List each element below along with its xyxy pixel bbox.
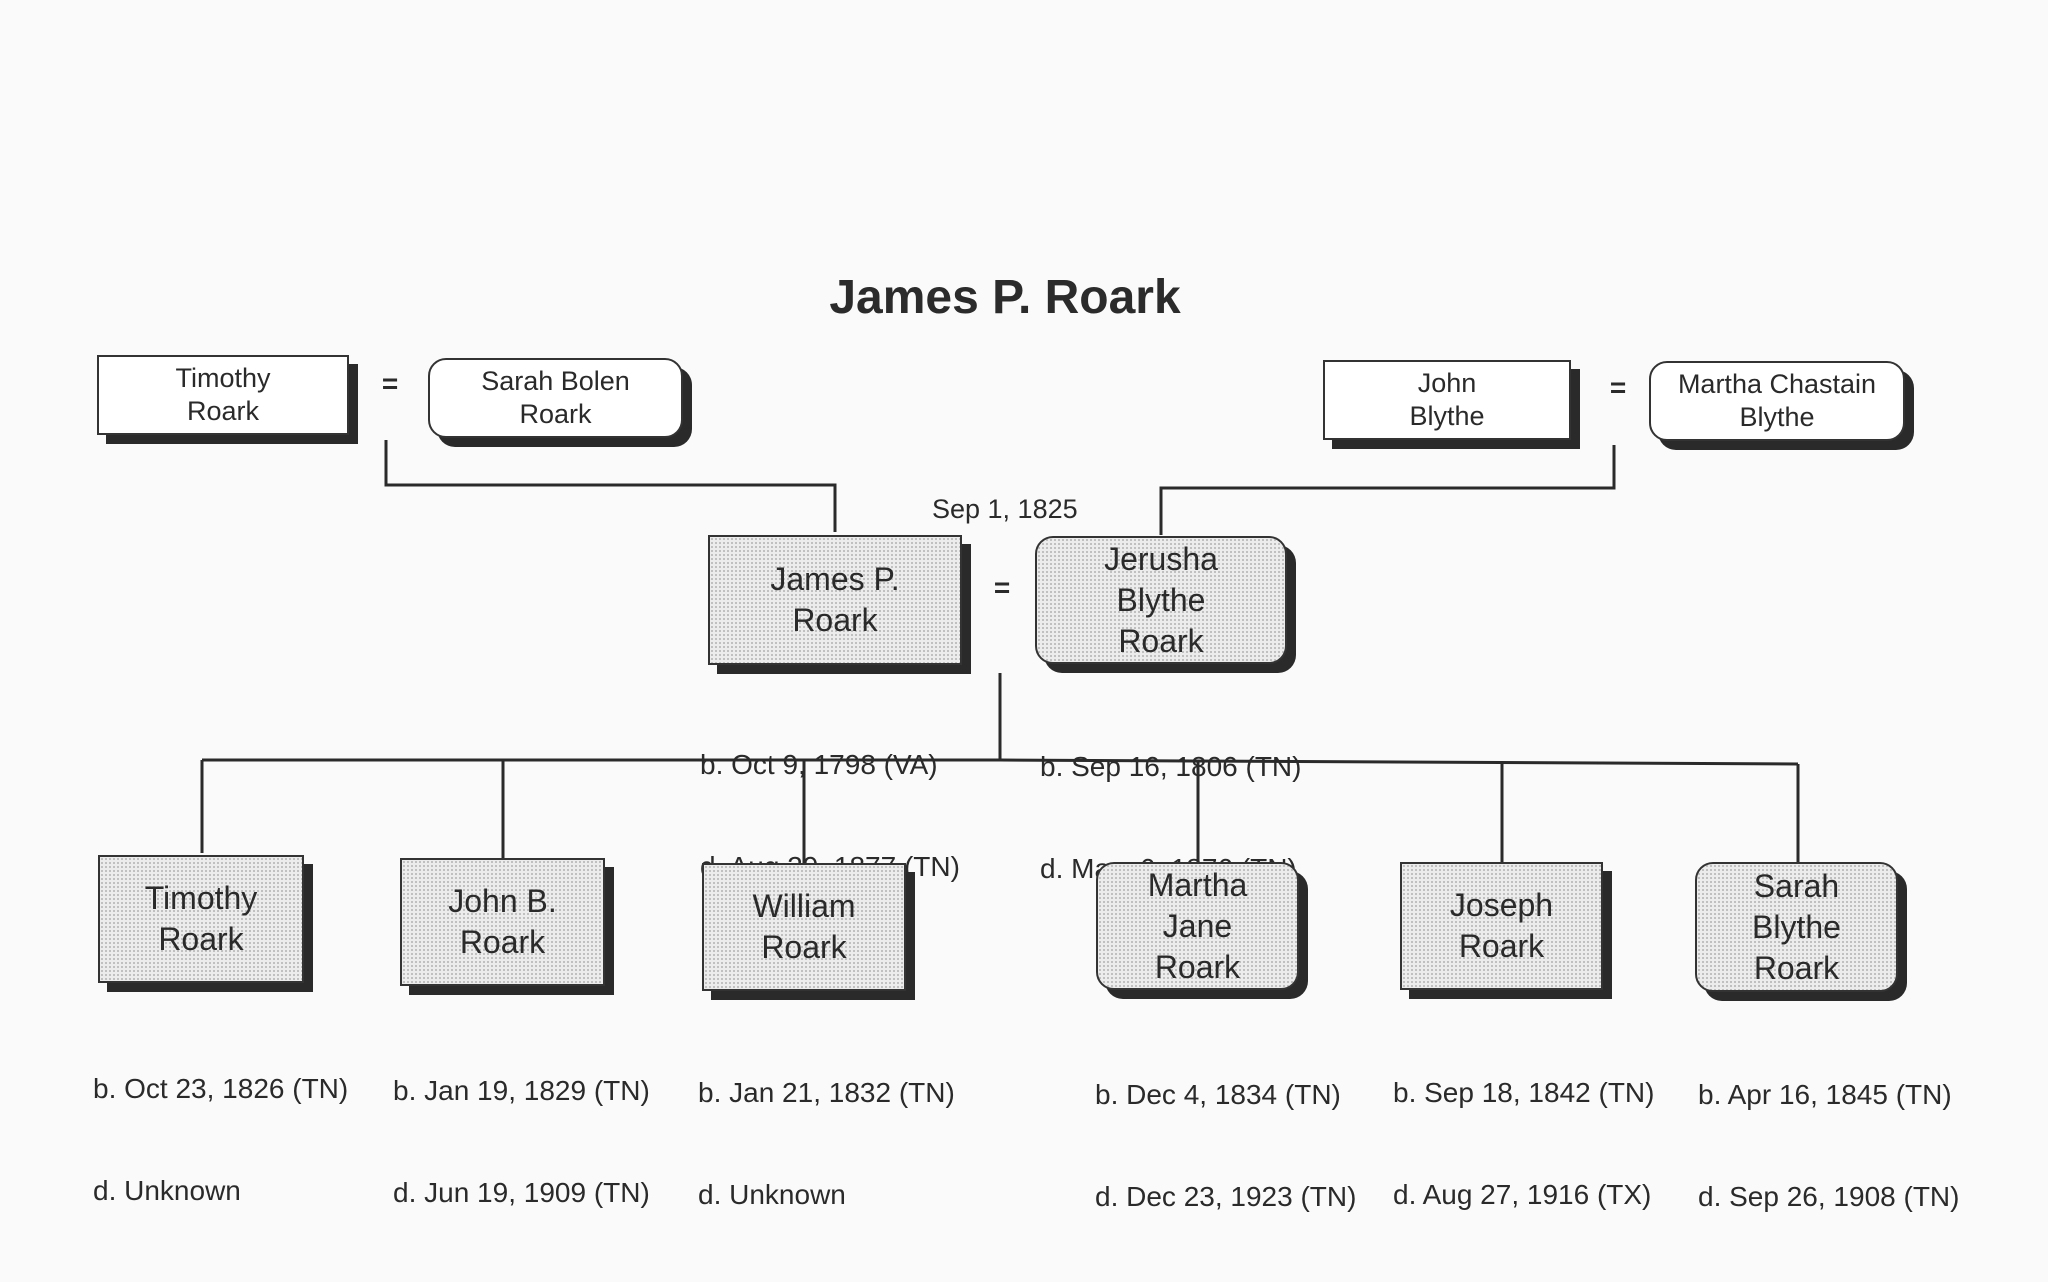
person-name: Sarah Blythe Roark	[1752, 867, 1841, 986]
family-tree-diagram: James P. Roark Timothy Roark = Sarah Bol…	[93, 271, 1959, 1212]
person-name: Jerusha Blythe Roark	[1104, 540, 1218, 659]
person-box-child-1: Timothy Roark	[98, 855, 304, 983]
person-box-child-5: Joseph Roark	[1400, 862, 1603, 990]
person-name: John Blythe	[1409, 368, 1485, 431]
birth-date: b. Dec 4, 1834 (TN)	[1095, 1079, 1341, 1110]
person-box-wife: Jerusha Blythe Roark	[1035, 536, 1287, 664]
children-bar	[202, 758, 1799, 766]
wife-dates: b. Sep 16, 1806 (TN) d. May 6, 1876 (TN)	[1040, 682, 1301, 954]
person-box-paternal-grandmother: Sarah Bolen Roark	[428, 358, 683, 438]
birth-date: b. Jan 21, 1832 (TN)	[698, 1077, 955, 1108]
page-title: James P. Roark	[829, 271, 1181, 324]
birth-date: b. Sep 18, 1842 (TN)	[1393, 1077, 1655, 1108]
death-date: d. Jun 19, 1909 (TN)	[393, 1177, 650, 1208]
death-date: d. Unknown	[93, 1175, 241, 1206]
child-2-dates: b. Jan 19, 1829 (TN) d. Jun 19, 1909 (TN…	[393, 1006, 650, 1278]
birth-date: b. Oct 23, 1826 (TN)	[93, 1073, 349, 1104]
person-box-child-3: William Roark	[702, 863, 906, 991]
death-date: d. Aug 27, 1916 (TX)	[1393, 1179, 1652, 1210]
child-3-dates: b. Jan 21, 1832 (TN) d. Unknown	[698, 1008, 955, 1280]
death-date: d. Dec 23, 1923 (TN)	[1095, 1181, 1357, 1212]
child-6-dates: b. Apr 16, 1845 (TN) d. Sep 26, 1908 (TN…	[1698, 1010, 1959, 1282]
marriage-equals-maternal: =	[1609, 372, 1627, 403]
person-box-husband: James P. Roark	[708, 535, 962, 665]
person-name: Sarah Bolen Roark	[481, 366, 630, 429]
marriage-equals-couple: =	[993, 572, 1011, 603]
person-box-maternal-grandfather: John Blythe	[1323, 360, 1571, 440]
birth-date: b. Sep 16, 1806 (TN)	[1040, 751, 1302, 782]
person-name: Joseph Roark	[1449, 887, 1554, 964]
birth-date: b. Jan 19, 1829 (TN)	[393, 1075, 650, 1106]
person-name: Martha Chastain Blythe	[1677, 369, 1877, 432]
person-box-child-6: Sarah Blythe Roark	[1695, 862, 1898, 992]
marriage-date: Sep 1, 1825	[932, 494, 1078, 524]
child-4-dates: b. Dec 4, 1834 (TN) d. Dec 23, 1923 (TN)	[1095, 1010, 1356, 1282]
marriage-equals-paternal: =	[381, 368, 399, 399]
death-date: d. Sep 26, 1908 (TN)	[1698, 1181, 1960, 1212]
person-name: William Roark	[752, 888, 856, 965]
person-box-child-4: Martha Jane Roark	[1096, 862, 1299, 990]
death-date: d. Unknown	[698, 1179, 846, 1210]
child-5-dates: b. Sep 18, 1842 (TN) d. Aug 27, 1916 (TX…	[1393, 1008, 1654, 1280]
birth-date: b. Oct 9, 1798 (VA)	[700, 749, 938, 780]
maternal-connector	[1159, 445, 1616, 535]
person-box-maternal-grandmother: Martha Chastain Blythe	[1649, 361, 1905, 441]
person-name: Martha Jane Roark	[1147, 866, 1248, 985]
paternal-connector	[384, 440, 837, 532]
person-name: James P. Roark	[770, 561, 900, 638]
child-1-dates: b. Oct 23, 1826 (TN) d. Unknown	[93, 1004, 348, 1276]
person-name: John B. Roark	[448, 883, 557, 960]
person-box-paternal-grandfather: Timothy Roark	[97, 355, 349, 435]
person-box-child-2: John B. Roark	[400, 858, 605, 986]
connector-lines	[200, 440, 1800, 863]
person-name: Timothy Roark	[144, 880, 258, 957]
birth-date: b. Apr 16, 1845 (TN)	[1698, 1079, 1952, 1110]
person-name: Timothy Roark	[175, 363, 271, 426]
